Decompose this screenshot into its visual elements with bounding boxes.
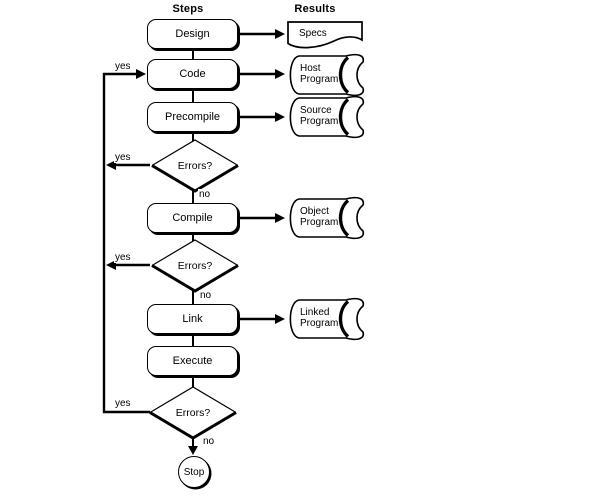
terminator-label: Stop [183,466,205,478]
steps-column-header: Steps [172,3,204,15]
result-label-line2: Program [300,116,339,127]
stored-data-shape-icon [289,196,365,240]
edge-label-no-1: no [198,189,212,200]
process-label: Precompile [164,111,221,123]
result-label-line1: Source [300,105,332,116]
result-shape-linked-program: Linked Program [284,296,370,342]
diamond-shape [149,386,237,440]
diamond-shape [151,139,239,193]
result-shape-source-program: Source Program [284,94,370,140]
decision-label: Errors? [177,159,213,172]
process-label: Design [175,28,210,40]
result-shape-object-program: Object Program [284,195,370,241]
edge-label-yes-2: yes [114,252,132,263]
decision-label: Errors? [175,406,211,419]
result-label-line1: Linked [300,307,330,318]
process-box-design: Design [147,19,238,49]
process-box-compile: Compile [147,203,238,233]
stored-data-shape-icon [289,297,365,341]
process-label: Link [182,313,203,325]
terminator-stop: Stop [178,456,210,488]
process-box-code: Code [147,59,238,89]
stored-data-shape-icon [289,53,365,97]
document-shape-icon [287,21,363,49]
result-label-line1: Host [300,63,321,74]
result-label-line1: Object [300,206,329,217]
edge-label-yes-1: yes [114,152,132,163]
stored-data-shape-icon [289,95,365,139]
process-box-precompile: Precompile [147,102,238,132]
process-label: Execute [172,355,213,367]
result-label-line2: Program [300,74,339,85]
decision-diamond-errors-1: Errors? [150,138,240,193]
process-box-execute: Execute [147,346,238,376]
process-label: Code [179,68,206,80]
process-label: Compile [172,212,213,224]
results-column-header: Results [294,3,336,15]
diamond-shape [151,239,239,293]
decision-diamond-errors-2: Errors? [150,238,240,293]
result-label: Specs [299,28,327,39]
decision-label: Errors? [177,259,213,272]
result-label-line2: Program [300,318,339,329]
process-box-link: Link [147,304,238,334]
edge-label-no-3: no [202,436,216,447]
result-shape-specs: Specs [286,20,366,54]
result-shape-host-program: Host Program [284,52,370,98]
edge-label-no-2: no [199,290,213,301]
decision-diamond-errors-3: Errors? [148,385,238,440]
edge-label-yes-loop: yes [114,61,132,72]
arrowheads [106,29,285,455]
edge-label-yes-3: yes [114,398,132,409]
result-label-line2: Program [300,217,339,228]
